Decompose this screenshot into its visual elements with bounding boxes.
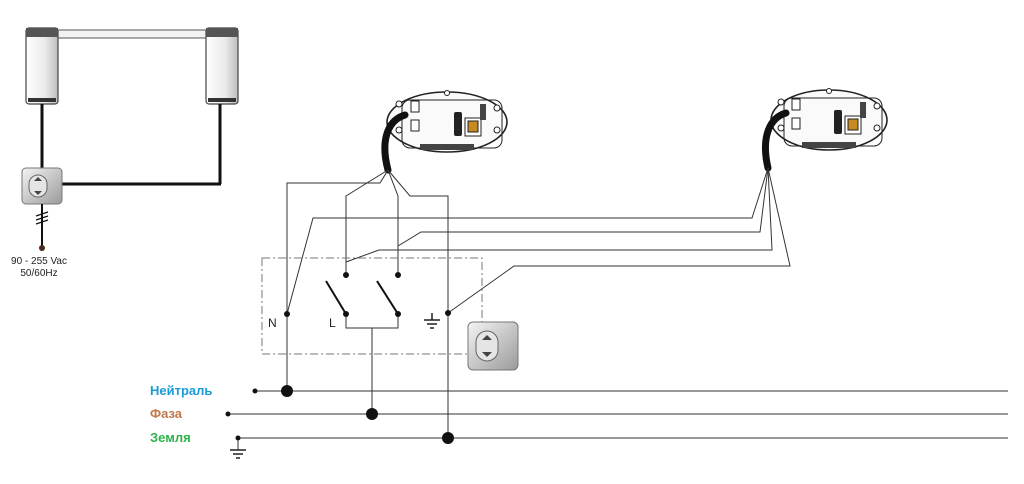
supply-voltage: 90 - 255 Vac <box>11 256 67 267</box>
supply-voltage-label: 90 - 255 Vac 50/60Hz <box>4 256 74 280</box>
bus-label-phase: Фаза <box>150 406 183 421</box>
ground-symbol-icon <box>424 313 440 329</box>
wall-switch-icon <box>467 321 519 371</box>
supply-frequency: 50/60Hz <box>20 268 58 279</box>
controller-box-icon <box>770 88 888 151</box>
terminal-n-label: N <box>268 316 277 330</box>
motor-unit-icon <box>25 27 239 105</box>
bus-label-earth: Земля <box>150 430 191 445</box>
wall-switch-icon <box>21 167 63 205</box>
terminal-l-label: L <box>329 316 336 330</box>
controller-box-icon <box>386 90 508 153</box>
ground-symbol-icon <box>230 449 246 459</box>
bus-label-neutral: Нейтраль <box>150 383 213 398</box>
